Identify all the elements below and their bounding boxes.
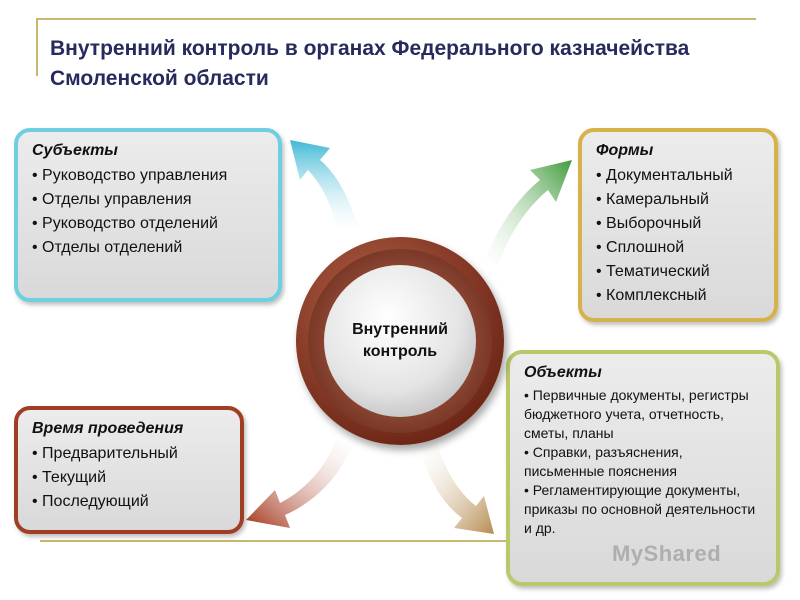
list-item: Руководство отделений [32, 212, 264, 236]
objects-heading: Объекты [524, 364, 602, 381]
subjects-list: Руководство управления Отделы управления… [32, 164, 264, 260]
time-list: Предварительный Текущий Последующий [32, 442, 226, 514]
list-item: Последующий [32, 490, 226, 514]
bottom-rule [40, 540, 765, 542]
time-heading: Время проведения [32, 420, 184, 437]
objects-list: Первичные документы, регистры бюджетного… [524, 386, 762, 538]
list-item: Руководство управления [32, 164, 264, 188]
list-item: Комплексный [596, 284, 760, 308]
list-item: Регламентирующие документы, приказы по о… [524, 481, 762, 538]
center-label: Внутренний контроль [352, 321, 448, 360]
list-item: Первичные документы, регистры бюджетного… [524, 386, 762, 443]
list-item: Сплошной [596, 236, 760, 260]
subjects-heading: Субъекты [32, 142, 118, 159]
list-item: Тематический [596, 260, 760, 284]
title-rule-left [36, 18, 38, 76]
watermark: MyShared [612, 541, 722, 566]
title-rule-top [36, 18, 756, 20]
arrow-to-subjects [290, 140, 360, 232]
list-item: Справки, разъяснения, письменные пояснен… [524, 443, 762, 481]
list-item: Отделы управления [32, 188, 264, 212]
list-item: Камеральный [596, 188, 760, 212]
list-item: Выборочный [596, 212, 760, 236]
list-item: Отделы отделений [32, 236, 264, 260]
objects-box: Объекты Первичные документы, регистры бю… [506, 350, 780, 586]
center-disc: Внутренний контроль [324, 265, 476, 417]
list-item: Предварительный [32, 442, 226, 466]
list-item: Текущий [32, 466, 226, 490]
arrow-to-objects [420, 446, 494, 534]
subjects-box: Субъекты Руководство управления Отделы у… [14, 128, 282, 302]
page-title: Внутренний контроль в органах Федерально… [50, 37, 690, 90]
forms-list: Документальный Камеральный Выборочный Сп… [596, 164, 760, 308]
arrow-to-time [246, 440, 352, 528]
time-box: Время проведения Предварительный Текущий… [14, 406, 244, 534]
arrow-to-forms [484, 160, 572, 266]
forms-heading: Формы [596, 142, 654, 159]
list-item: Документальный [596, 164, 760, 188]
forms-box: Формы Документальный Камеральный Выбороч… [578, 128, 778, 322]
